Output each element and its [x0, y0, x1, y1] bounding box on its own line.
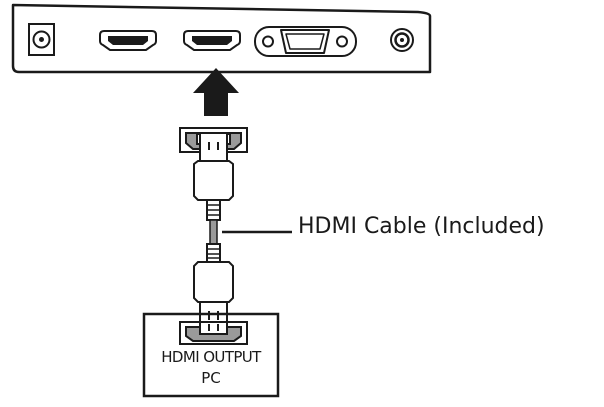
audio-jack — [390, 28, 414, 52]
hdmi-connector-pc-end — [193, 243, 234, 331]
pc-port-label: HDMI OUTPUT — [161, 348, 261, 366]
pc-source-box — [142, 312, 280, 398]
pc-device-label: PC — [201, 369, 221, 387]
hdmi-connector-monitor-end — [179, 127, 248, 221]
insert-direction-arrow — [193, 68, 239, 116]
hdmi-cable — [209, 219, 218, 245]
dc-power-port — [28, 23, 55, 56]
hdmi-port-2 — [183, 30, 241, 51]
hdmi-port-1 — [99, 30, 157, 51]
vga-port — [254, 26, 357, 57]
hdmi-cable-label: HDMI Cable (Included) — [298, 214, 545, 239]
